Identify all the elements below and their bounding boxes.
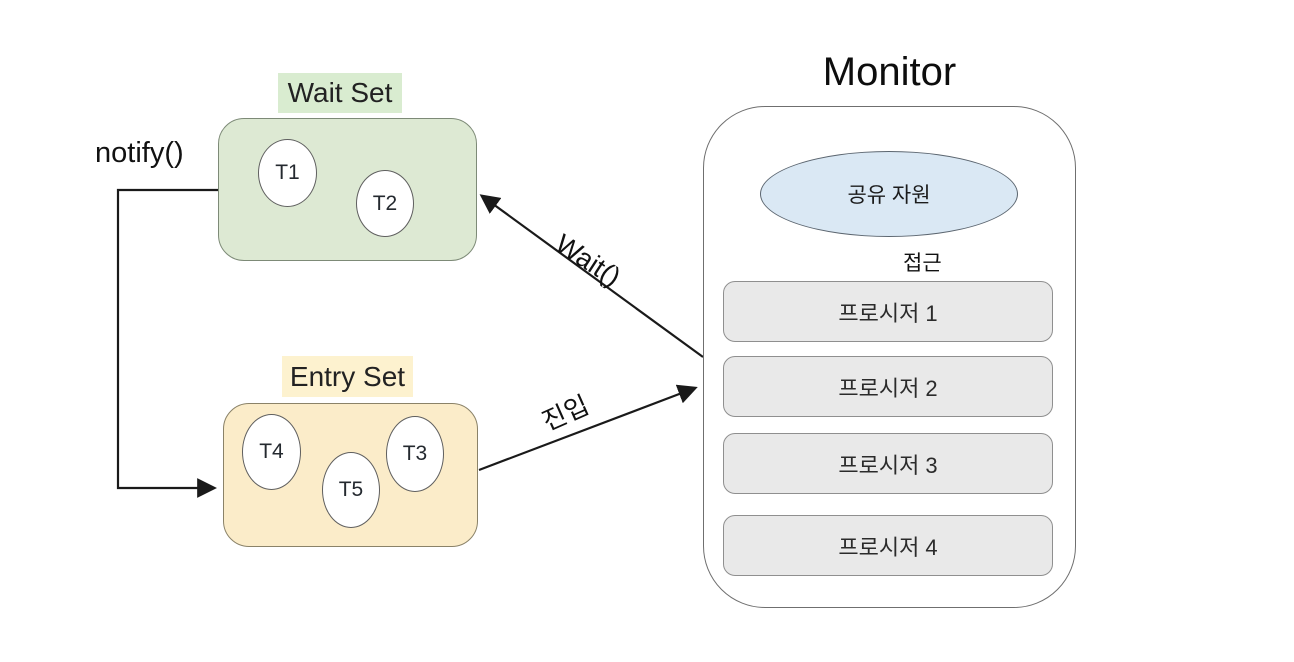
procedure-3: 프로시저 3 [723, 433, 1053, 494]
monitor-title: Monitor [822, 50, 957, 94]
thread-t4: T4 [242, 414, 301, 490]
wait-edge-label: Wait() [550, 228, 626, 293]
notify-arrow [116, 188, 218, 498]
enter-edge-label: 진입 [537, 389, 594, 437]
procedure-4: 프로시저 4 [723, 515, 1053, 576]
thread-t5: T5 [322, 452, 380, 528]
thread-t3: T3 [386, 416, 444, 492]
shared-resource-ellipse: 공유 자원 [760, 151, 1018, 237]
wait-set-box [218, 118, 477, 261]
thread-t2: T2 [356, 170, 414, 237]
notify-label: notify() [95, 137, 184, 169]
entry-set-title: Entry Set [282, 356, 413, 397]
enter-arrow [478, 384, 698, 472]
access-label: 접근 [903, 252, 942, 275]
thread-t1: T1 [258, 139, 317, 207]
procedure-2: 프로시저 2 [723, 356, 1053, 417]
procedure-1: 프로시저 1 [723, 281, 1053, 342]
wait-set-title: Wait Set [278, 73, 402, 113]
